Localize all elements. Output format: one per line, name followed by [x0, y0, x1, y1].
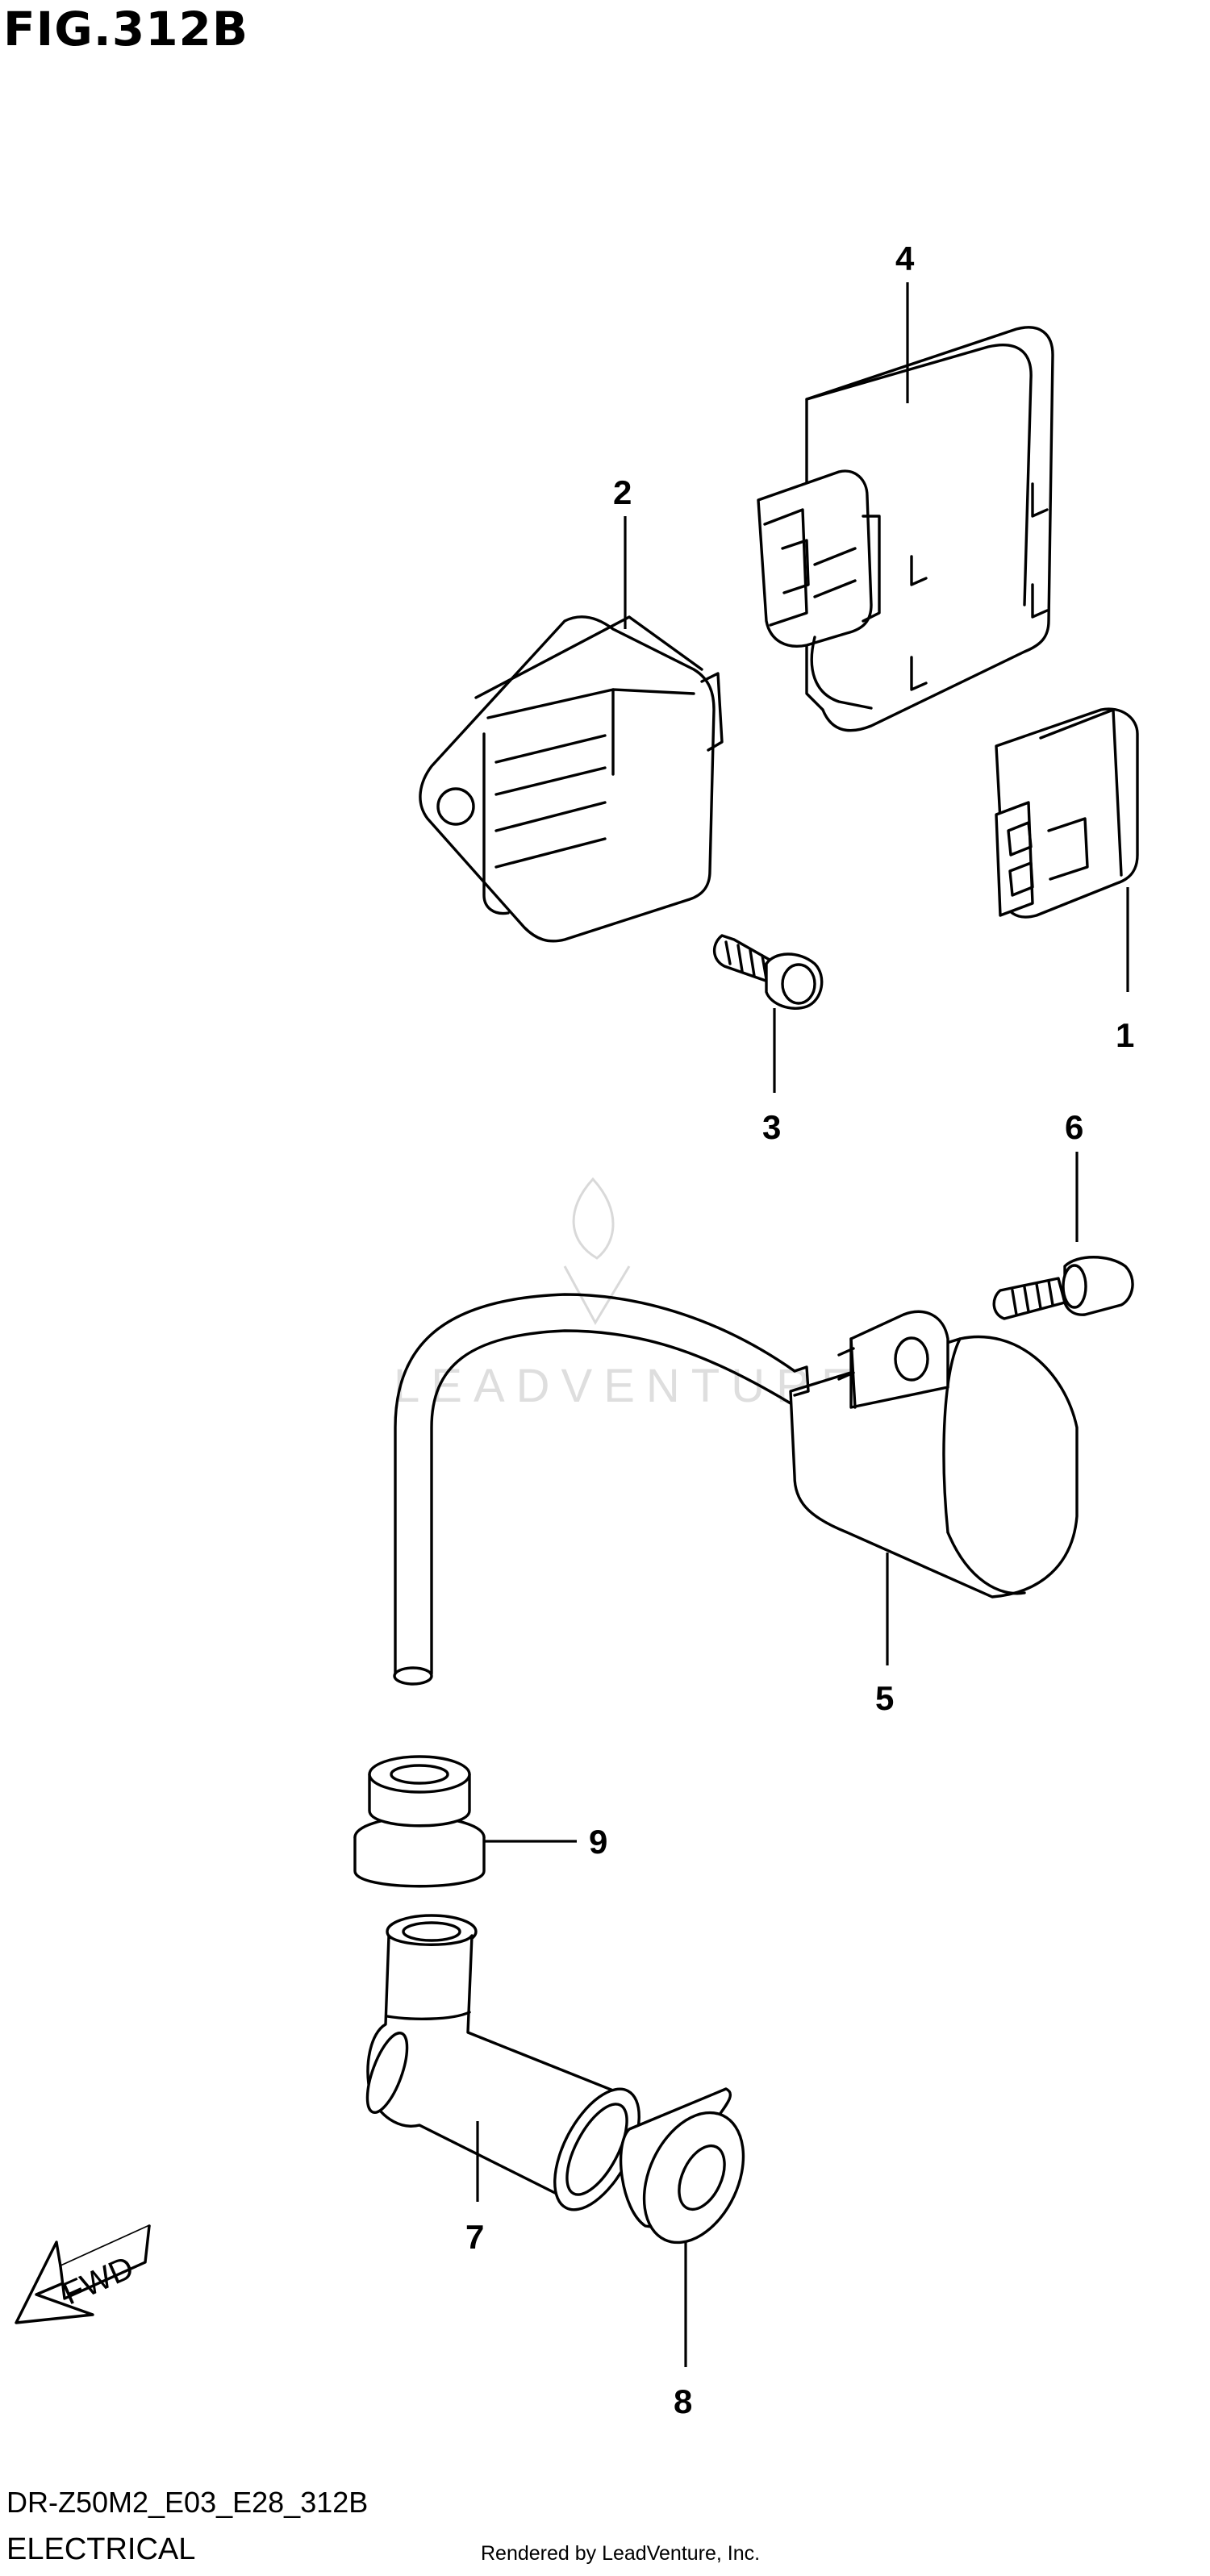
grommet-part-9 [353, 1755, 486, 1888]
section-name: ELECTRICAL [6, 2532, 196, 2566]
callout-2: 2 [613, 473, 632, 511]
callout-4: 4 [895, 240, 915, 277]
callout-labels: 1 2 3 4 5 6 7 8 9 [465, 240, 1134, 2420]
regulator-part-2 [419, 615, 724, 943]
callout-9: 9 [589, 1823, 607, 1861]
ignition-coil-part-5 [393, 1293, 1079, 1686]
callout-1: 1 [1116, 1016, 1134, 1054]
bolt-part-6 [992, 1256, 1134, 1320]
model-code: DR-Z50M2_E03_E28_312B [6, 2486, 369, 2519]
forward-arrow-icon: FWD [15, 2224, 151, 2324]
cap-seal-part-8 [619, 2087, 745, 2245]
callout-5: 5 [875, 1679, 894, 1717]
callout-8: 8 [674, 2382, 692, 2420]
callout-6: 6 [1065, 1108, 1083, 1146]
coupler-part-1 [995, 707, 1139, 919]
leader-lines [476, 282, 1129, 2367]
plug-cap-part-7 [365, 1914, 640, 2211]
screw-part-3 [712, 934, 824, 1010]
render-credit: Rendered by LeadVenture, Inc. [481, 2542, 761, 2565]
figure-title: FIG.312B [3, 2, 249, 56]
cdi-unit-part-4 [757, 326, 1054, 732]
watermark-text: LEADVENTURE [394, 1360, 864, 1412]
callout-3: 3 [762, 1108, 781, 1146]
callout-7: 7 [465, 2218, 484, 2256]
watermark-logo: LEADVENTURE [394, 1177, 864, 1412]
